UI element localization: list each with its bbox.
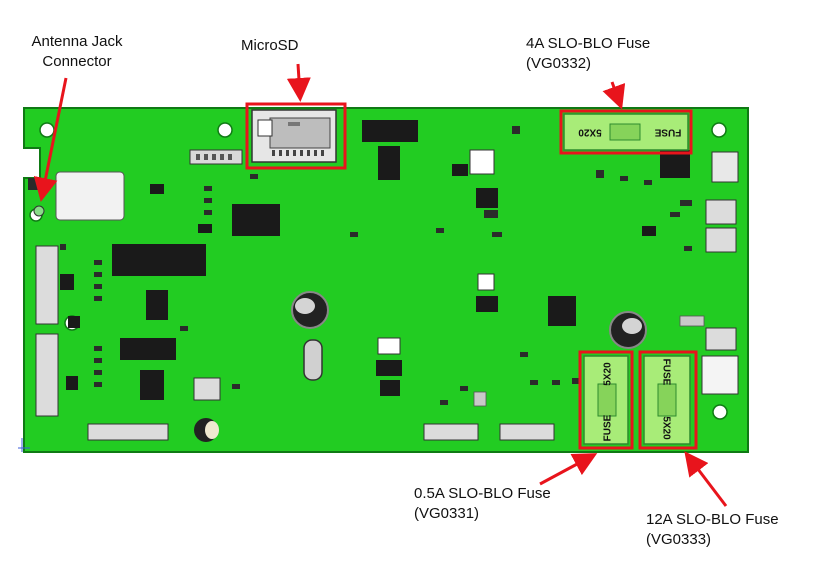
passive-components xyxy=(60,126,692,405)
fuse-05a-arrow xyxy=(539,453,598,486)
white-components xyxy=(377,149,739,395)
jumper xyxy=(679,315,705,327)
origin-marker xyxy=(18,438,30,452)
fuse-12a-label-line1: 12A SLO-BLO Fuse xyxy=(646,511,779,528)
microsd-arrow xyxy=(286,63,311,102)
fuse-4a: FUSE 5X20 xyxy=(563,113,689,151)
fuse-4a-label-line1: 4A SLO-BLO Fuse xyxy=(526,35,651,52)
fuse-4a-highlight xyxy=(559,109,693,155)
fuse-05a-label-line2: (VG0331) xyxy=(414,505,480,522)
usb-c-port xyxy=(303,339,323,381)
fuse-05a-label-line1: 0.5A SLO-BLO Fuse xyxy=(414,485,551,502)
fuse-05a-label: 0.5A SLO-BLO Fuse (VG0331) xyxy=(414,484,551,524)
antenna-arrow xyxy=(33,77,68,202)
fuse-05a: 5X20 FUSE xyxy=(583,355,629,445)
fuse-4a-label-fuse: FUSE xyxy=(654,126,681,137)
fuse-12a-highlight xyxy=(638,350,698,450)
highlight-boxes xyxy=(245,102,698,450)
antenna-label: Antenna Jack Connector xyxy=(18,32,136,72)
fuse-12a-label: 12A SLO-BLO Fuse (VG0333) xyxy=(646,510,779,550)
fuse-4a-label-size: 5X20 xyxy=(578,126,602,137)
ic-chips xyxy=(60,120,690,400)
fuse-05a-label-fuse: FUSE xyxy=(603,414,614,441)
rf-module xyxy=(55,171,125,221)
fuse-05a-highlight xyxy=(578,350,634,450)
fuse-4a-arrow xyxy=(602,81,626,110)
fuse-12a-label-line2: (VG0333) xyxy=(646,531,712,548)
antenna-label-line2: Connector xyxy=(42,53,112,70)
microsd-slot xyxy=(251,109,337,163)
fuse-12a: FUSE 5X20 xyxy=(643,355,691,445)
microsd-label: MicroSD xyxy=(241,37,299,54)
fuse-12a-label-size: 5X20 xyxy=(660,416,671,440)
small-component xyxy=(473,391,487,407)
fuse-4a-label: 4A SLO-BLO Fuse (VG0332) xyxy=(526,34,650,74)
microsd-highlight xyxy=(245,102,347,170)
side-connectors xyxy=(35,199,737,441)
fuse-4a-label-line2: (VG0332) xyxy=(526,55,592,72)
antenna-jack xyxy=(28,178,45,217)
capacitors xyxy=(194,291,647,442)
fuse-05a-label-size: 5X20 xyxy=(603,362,614,386)
pcb-board xyxy=(23,107,749,453)
fuse-12a-label-fuse: FUSE xyxy=(660,359,671,386)
antenna-label-line1: Antenna Jack xyxy=(31,33,123,50)
fuse-12a-arrow xyxy=(684,451,728,507)
